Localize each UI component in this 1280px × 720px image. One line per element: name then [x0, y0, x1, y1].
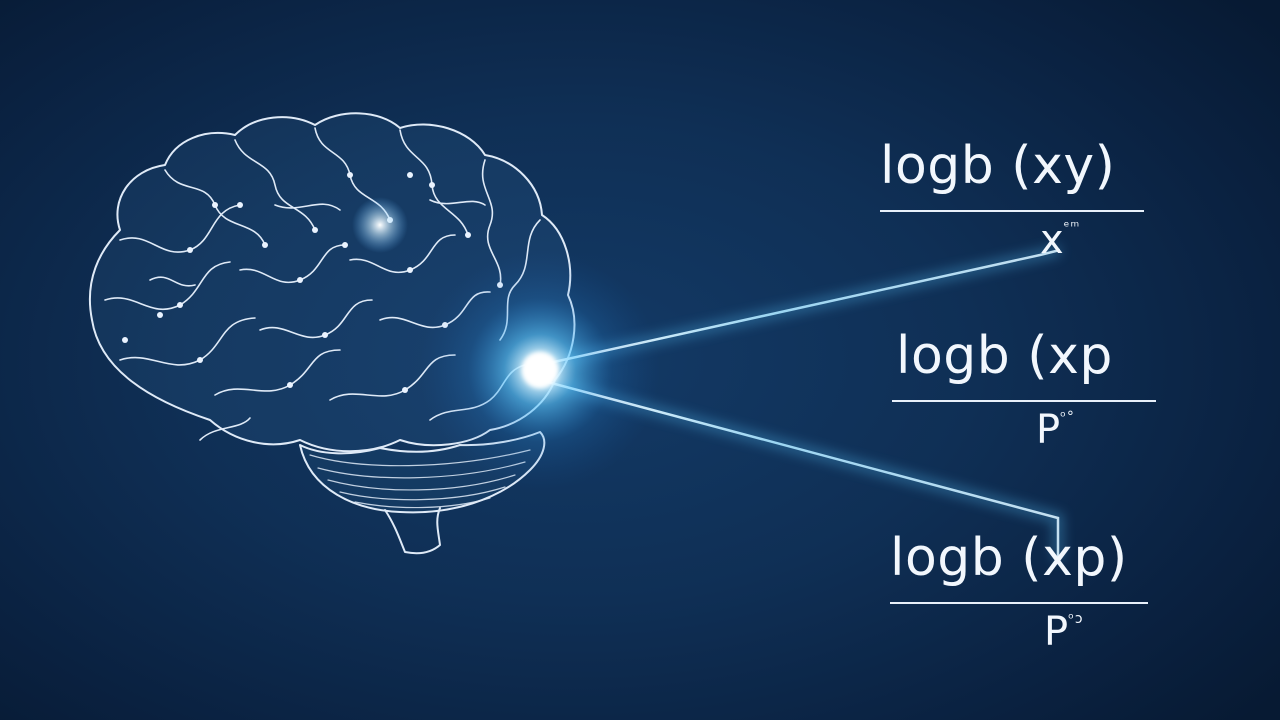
formula-2: logb (xp Pᵒ°	[892, 326, 1156, 450]
formula-2-denominator-base: P	[1036, 407, 1061, 453]
formula-3: logb (xp) Pᵒɔ	[890, 528, 1148, 652]
formula-2-numerator: logb (xp	[896, 326, 1113, 386]
formula-1-denominator-base: x	[1040, 217, 1064, 263]
formula-2-superscript: ᵒ°	[1060, 409, 1075, 425]
brain-stem-outline	[384, 507, 441, 555]
formula-1-fraction-bar	[880, 210, 1144, 212]
formula-1-denominator: xᵉᵐ	[1040, 220, 1080, 260]
light-beam-icon	[538, 245, 1063, 560]
formula-1: logb (xy) xᵉᵐ	[880, 136, 1144, 260]
spark-glow	[352, 197, 408, 253]
formula-3-numerator: logb (xp)	[890, 528, 1128, 588]
central-glow-core	[522, 352, 558, 388]
formula-2-denominator: Pᵒ°	[1036, 410, 1075, 450]
formula-3-denominator-base: P	[1044, 609, 1069, 655]
formula-2-fraction-bar	[892, 400, 1156, 402]
formula-1-numerator: logb (xy)	[880, 136, 1116, 196]
formula-3-denominator: Pᵒɔ	[1044, 612, 1084, 652]
formula-1-superscript: ᵉᵐ	[1063, 219, 1081, 235]
formula-3-superscript: ᵒɔ	[1068, 611, 1084, 627]
cerebellum-striations	[309, 449, 531, 509]
formula-3-fraction-bar	[890, 602, 1148, 604]
